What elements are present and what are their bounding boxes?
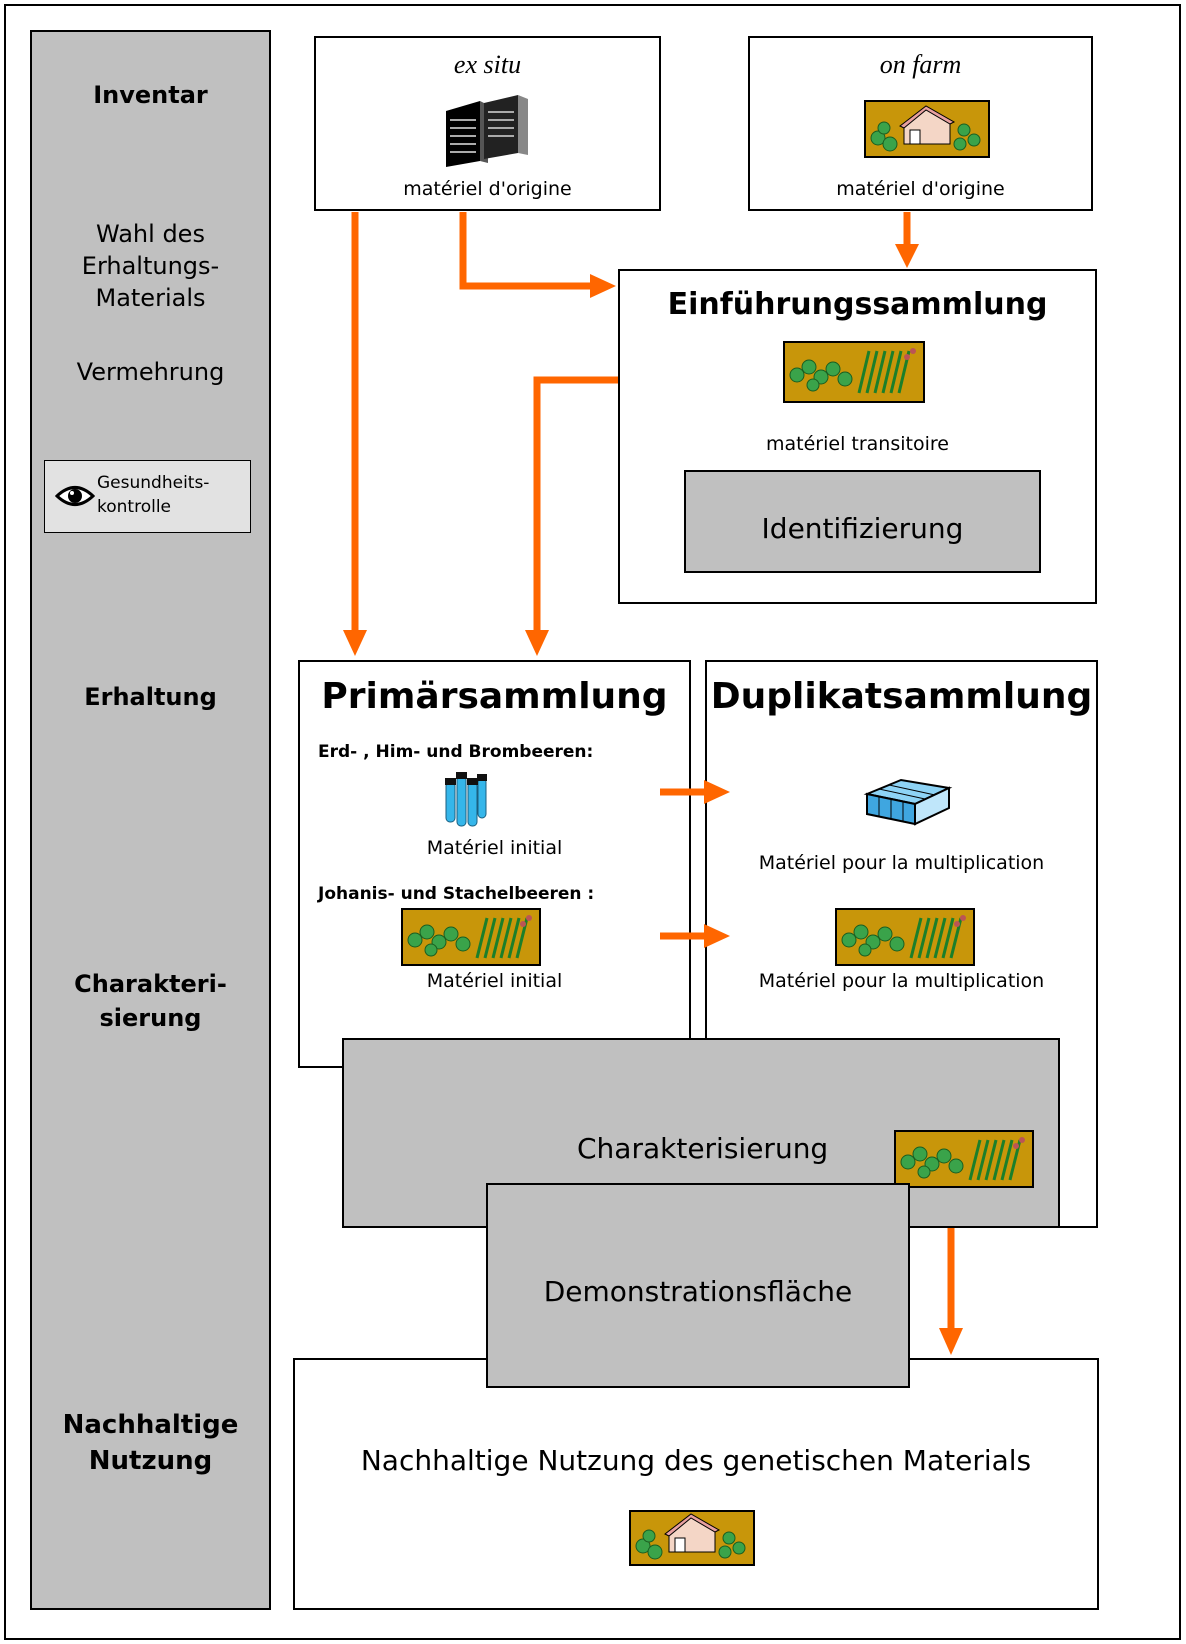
sidebar-nutzung-line2: Nutzung bbox=[88, 1446, 213, 1476]
sidebar-gesundheit-line1: Gesundheits- bbox=[97, 473, 210, 493]
charakterisierung-label: Charakterisierung bbox=[577, 1132, 829, 1165]
on-farm-box: on farm matériel d'origine bbox=[748, 36, 1093, 211]
eye-icon bbox=[55, 486, 95, 506]
arrow-exsitu-einfuehrung bbox=[459, 212, 592, 290]
sidebar-gesundheit: Gesundheits- kontrolle bbox=[97, 471, 209, 519]
sidebar-wahl-line1: Wahl des bbox=[96, 220, 205, 248]
sidebar-nutzung-line1: Nachhaltige bbox=[62, 1410, 239, 1440]
nutzung-box: Nachhaltige Nutzung des genetischen Mate… bbox=[293, 1358, 1099, 1610]
on-farm-caption: matériel d'origine bbox=[836, 178, 1005, 200]
server-icon bbox=[446, 95, 528, 167]
primaer-group1: Erd- , Him- und Brombeeren: bbox=[318, 742, 594, 762]
einfuehrung-caption: matériel transitoire bbox=[766, 433, 949, 455]
sidebar-gesundheit-box: Gesundheits- kontrolle bbox=[44, 460, 251, 533]
field-icon bbox=[783, 341, 925, 403]
sidebar-vermehrung: Vermehrung bbox=[76, 358, 225, 386]
ex-situ-box: ex situ matériel d'origine bbox=[314, 36, 661, 211]
duplikat-title: Duplikatsammlung bbox=[710, 676, 1093, 717]
arrowhead-exsitu-einfuehrung bbox=[590, 274, 616, 298]
arrow-einfuehrung-primaer bbox=[533, 376, 618, 632]
test-tubes-icon bbox=[445, 772, 487, 827]
primaer-caption2: Matériel initial bbox=[426, 970, 563, 992]
sidebar-gesundheit-line2: kontrolle bbox=[97, 497, 172, 517]
sidebar-wahl-line2: Erhaltungs- bbox=[81, 252, 220, 280]
arrowhead-duplikat-nutzung bbox=[939, 1328, 963, 1355]
sidebar-wahl-line3: Materials bbox=[95, 284, 206, 312]
ex-situ-caption: matériel d'origine bbox=[403, 178, 572, 200]
einfuehrung-title: Einführungssammlung bbox=[667, 287, 1048, 322]
primaer-group2: Johanis- und Stachelbeeren : bbox=[318, 884, 595, 904]
arrowhead-onfarm-einfuehrung bbox=[895, 244, 919, 268]
arrowhead-primaer-duplikat-1 bbox=[704, 780, 730, 804]
duplikat-caption2: Matériel pour la multiplication bbox=[758, 970, 1045, 992]
farm-icon bbox=[629, 1510, 755, 1566]
charakterisierung-box: Charakterisierung bbox=[342, 1038, 1060, 1228]
sidebar-inventar: Inventar bbox=[93, 81, 208, 109]
arrowhead-exsitu-primaer bbox=[343, 630, 367, 656]
ex-situ-title: ex situ bbox=[453, 50, 522, 79]
field-icon bbox=[401, 908, 541, 966]
sidebar-nutzung: Nachhaltige Nutzung bbox=[32, 1407, 269, 1479]
identifizierung-label: Identifizierung bbox=[761, 512, 964, 545]
primaer-caption1: Matériel initial bbox=[426, 837, 563, 859]
duplikat-caption1: Matériel pour la multiplication bbox=[758, 852, 1045, 874]
outer-frame bbox=[4, 4, 1181, 1640]
sidebar-charakterisierung-line1: Charakteri- bbox=[74, 970, 227, 998]
arrowhead-einfuehrung-primaer bbox=[525, 630, 549, 656]
on-farm-title: on farm bbox=[879, 50, 962, 79]
sidebar: Inventar Wahl des Erhaltungs- Materials … bbox=[30, 30, 271, 1610]
field-icon bbox=[835, 908, 975, 966]
einfuehrung-box: Einführungssammlung matériel transitoire… bbox=[618, 269, 1097, 604]
identifizierung-box: Identifizierung bbox=[684, 470, 1041, 573]
sidebar-erhaltung: Erhaltung bbox=[84, 683, 217, 711]
farm-icon bbox=[864, 100, 990, 158]
primaer-title: Primärsammlung bbox=[321, 676, 668, 717]
nutzung-label: Nachhaltige Nutzung des genetischen Mate… bbox=[360, 1444, 1032, 1477]
greenhouse-icon bbox=[863, 778, 953, 826]
field-icon bbox=[894, 1130, 1034, 1188]
demonstration-box: Demonstrationsfläche bbox=[486, 1183, 910, 1388]
sidebar-charakterisierung-line2: sierung bbox=[99, 1004, 202, 1032]
arrowhead-primaer-duplikat-2 bbox=[704, 924, 730, 948]
demonstration-label: Demonstrationsfläche bbox=[543, 1275, 853, 1308]
sidebar-charakterisierung: Charakteri- sierung bbox=[32, 967, 269, 1035]
sidebar-wahl: Wahl des Erhaltungs- Materials bbox=[32, 218, 269, 314]
primaer-box: Primärsammlung Erd- , Him- und Brombeere… bbox=[298, 660, 691, 1068]
